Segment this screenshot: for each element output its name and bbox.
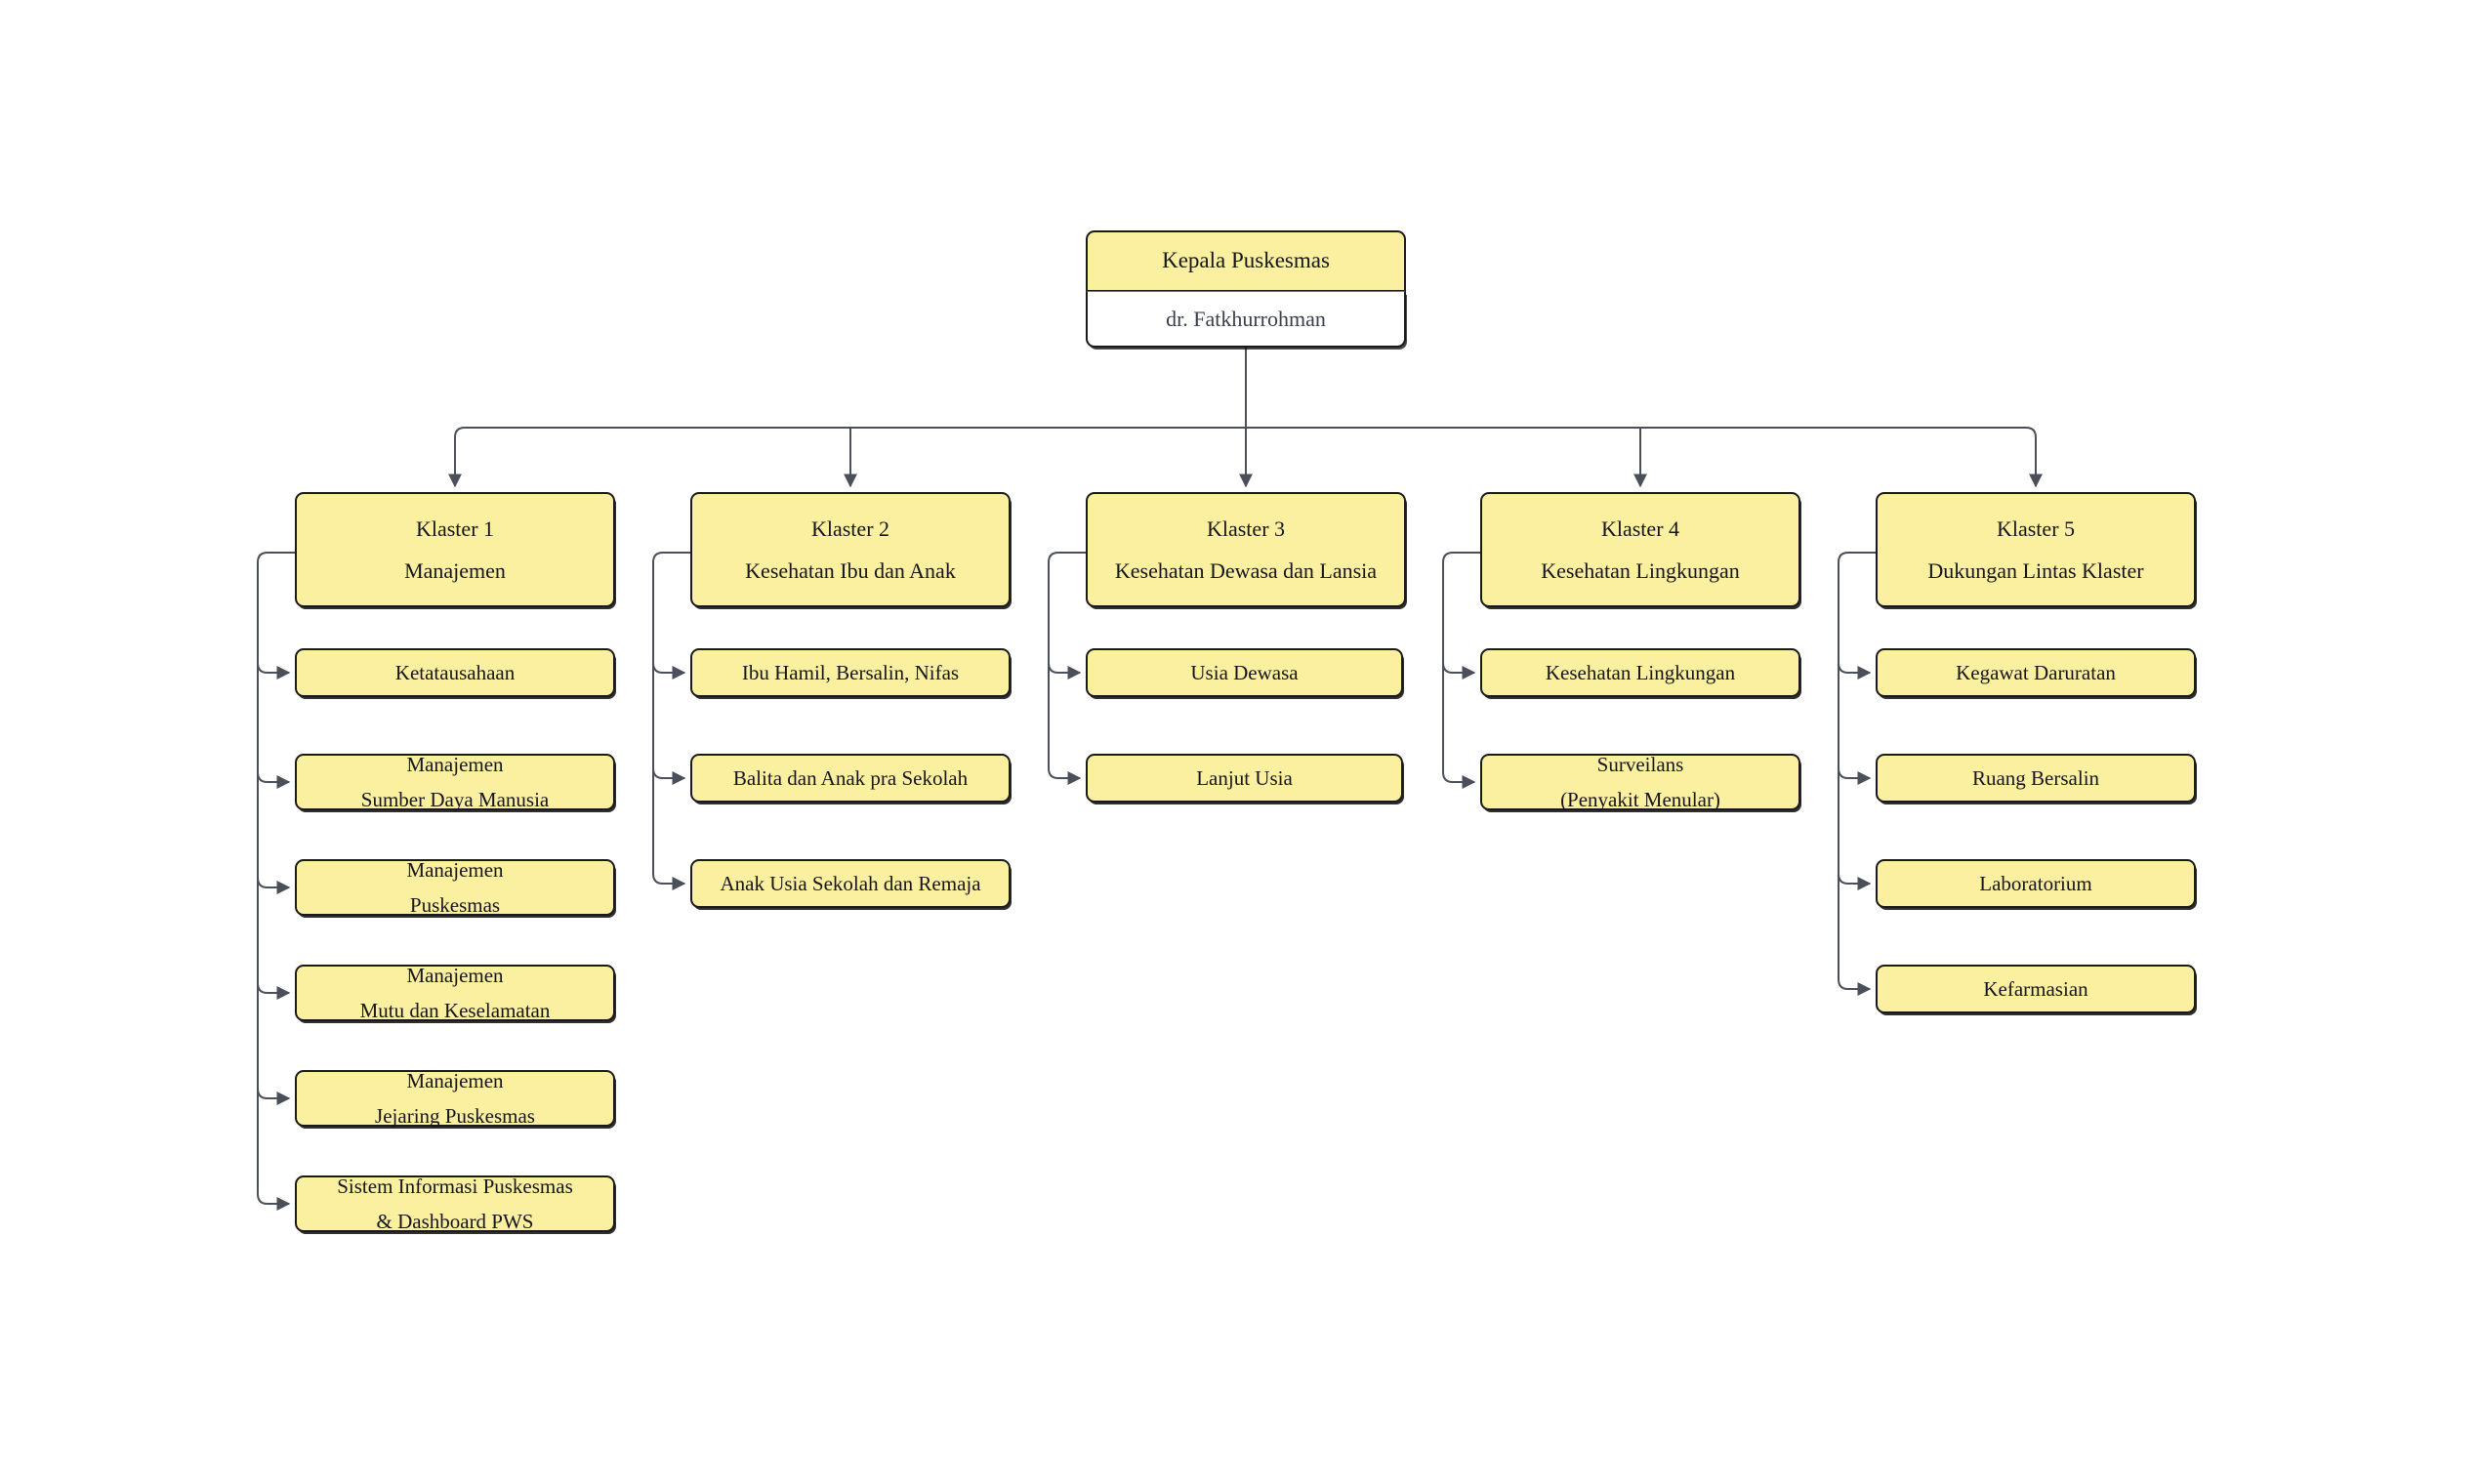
leaf-label-line1: Balita dan Anak pra Sekolah — [732, 765, 969, 790]
leaf-node-klaster-5-1[interactable]: Kegawat Daruratan — [1876, 648, 2196, 697]
leaf-label-line2: Mutu dan Keselamatan — [359, 998, 551, 1022]
cluster-node-5[interactable]: Klaster 5 Dukungan Lintas Klaster — [1876, 492, 2196, 607]
leaf-node-klaster-4-1[interactable]: Kesehatan Lingkungan — [1480, 648, 1800, 697]
leaf-label-line1: Manajemen — [406, 753, 504, 777]
leaf-label-line1: Manajemen — [406, 1069, 504, 1093]
leaf-label-line1: Manajemen — [406, 858, 504, 883]
root-subtitle: dr. Fatkhurrohman — [1166, 306, 1326, 331]
leaf-label-line1: Manajemen — [406, 964, 504, 988]
leaf-label-line1: Surveilans — [1596, 753, 1684, 777]
leaf-label-line1: Anak Usia Sekolah dan Remaja — [720, 871, 981, 895]
leaf-node-klaster-3-1[interactable]: Usia Dewasa — [1086, 648, 1403, 697]
leaf-node-klaster-5-3[interactable]: Laboratorium — [1876, 859, 2196, 908]
cluster-label-line1: Klaster 2 — [810, 516, 890, 542]
leaf-label-line1: Kesehatan Lingkungan — [1545, 660, 1736, 684]
leaf-label-line1: Usia Dewasa — [1190, 660, 1299, 684]
leaf-label-line2: Jejaring Puskesmas — [375, 1103, 535, 1128]
leaf-node-klaster-1-1[interactable]: Ketatausahaan — [295, 648, 615, 697]
leaf-label-line1: Ibu Hamil, Bersalin, Nifas — [741, 660, 960, 684]
leaf-label-line1: Ketatausahaan — [394, 660, 516, 684]
cluster-node-4[interactable]: Klaster 4 Kesehatan Lingkungan — [1480, 492, 1800, 607]
leaf-label-line1: Lanjut Usia — [1196, 765, 1293, 790]
leaf-node-klaster-4-2[interactable]: Surveilans (Penyakit Menular) — [1480, 753, 1800, 811]
leaf-node-klaster-2-1[interactable]: Ibu Hamil, Bersalin, Nifas — [690, 648, 1011, 697]
leaf-label-line2: Sumber Daya Manusia — [360, 787, 550, 811]
cluster-label-line2: Kesehatan Dewasa dan Lansia — [1114, 557, 1378, 583]
root-node-kepala-puskesmas[interactable]: Kepala Puskesmas — [1086, 230, 1406, 291]
cluster-node-2[interactable]: Klaster 2 Kesehatan Ibu dan Anak — [690, 492, 1011, 607]
leaf-label-line1: Kefarmasian — [1983, 976, 2088, 1001]
cluster-label-line1: Klaster 3 — [1206, 516, 1286, 542]
leaf-node-klaster-2-3[interactable]: Anak Usia Sekolah dan Remaja — [690, 859, 1011, 908]
leaf-label-line2: & Dashboard PWS — [376, 1209, 534, 1233]
leaf-node-klaster-3-2[interactable]: Lanjut Usia — [1086, 754, 1403, 803]
leaf-label-line1: Ruang Bersalin — [1971, 765, 2100, 790]
leaf-label-line2: (Penyakit Menular) — [1560, 787, 1720, 811]
cluster-node-1[interactable]: Klaster 1 Manajemen — [295, 492, 615, 607]
leaf-node-klaster-2-2[interactable]: Balita dan Anak pra Sekolah — [690, 754, 1011, 803]
cluster-node-3[interactable]: Klaster 3 Kesehatan Dewasa dan Lansia — [1086, 492, 1406, 607]
leaf-node-klaster-1-6[interactable]: Sistem Informasi Puskesmas & Dashboard PW… — [295, 1175, 615, 1233]
leaf-node-klaster-5-4[interactable]: Kefarmasian — [1876, 965, 2196, 1013]
leaf-label-line1: Laboratorium — [1979, 871, 2092, 895]
leaf-label-line1: Sistem Informasi Puskesmas — [337, 1175, 573, 1199]
cluster-label-line2: Dukungan Lintas Klaster — [1927, 557, 2144, 583]
leaf-label-line2: Puskesmas — [409, 892, 501, 917]
cluster-label-line1: Klaster 1 — [415, 516, 495, 542]
leaf-label-line1: Kegawat Daruratan — [1956, 660, 2116, 684]
cluster-label-line2: Kesehatan Ibu dan Anak — [745, 557, 956, 583]
cluster-label-line2: Kesehatan Lingkungan — [1541, 557, 1740, 583]
root-title: Kepala Puskesmas — [1162, 248, 1330, 273]
cluster-label-line2: Manajemen — [404, 557, 506, 583]
leaf-node-klaster-5-2[interactable]: Ruang Bersalin — [1876, 754, 2196, 803]
cluster-label-line1: Klaster 5 — [1996, 516, 2076, 542]
root-subtitle-box[interactable]: dr. Fatkhurrohman — [1086, 291, 1406, 348]
cluster-label-line1: Klaster 4 — [1600, 516, 1680, 542]
